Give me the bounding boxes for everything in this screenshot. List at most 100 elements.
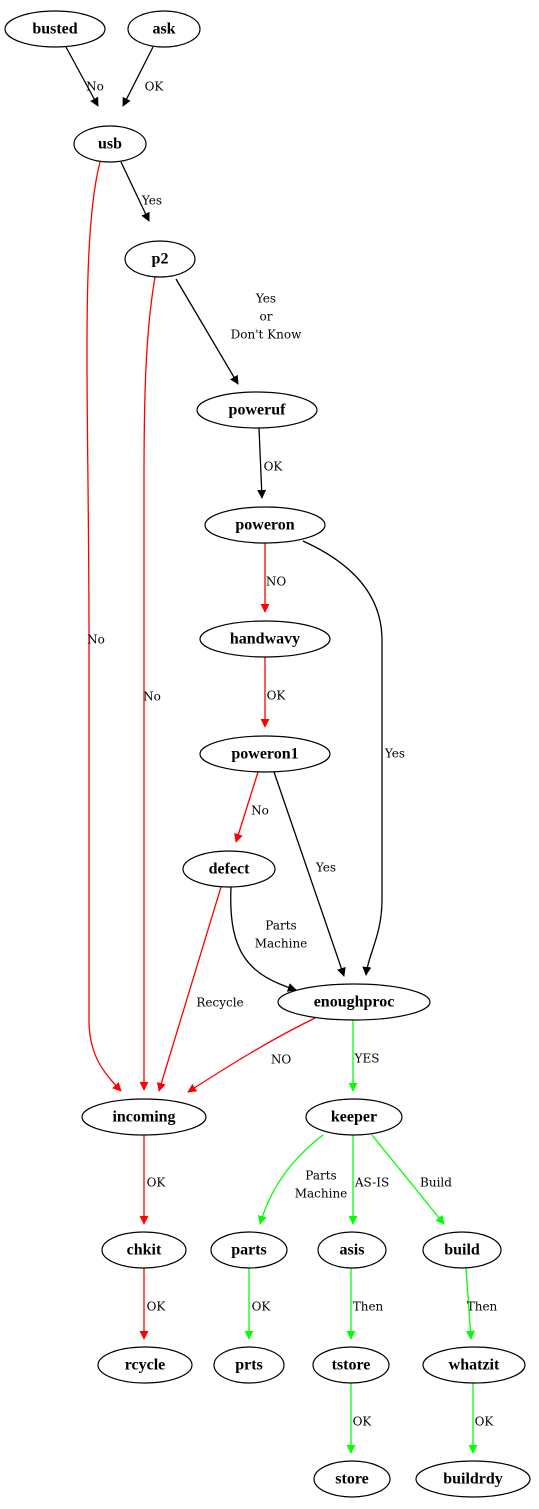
node-label: store — [335, 1471, 368, 1488]
edge-line — [371, 1134, 445, 1225]
edge-usb-to-incoming: No — [86, 161, 122, 1092]
node-ellipse — [312, 1346, 390, 1384]
node-ellipse — [101, 1231, 187, 1269]
edge-line — [234, 771, 259, 843]
edge-label: No — [143, 690, 161, 704]
node-ellipse — [213, 1346, 285, 1384]
edge-line — [122, 46, 154, 107]
node-label: prts — [235, 1357, 263, 1374]
node-label: poweruf — [229, 402, 287, 419]
edge-busted-to-usb: No — [65, 46, 104, 107]
node-rcycle: rcycle — [97, 1346, 193, 1384]
node-label: ask — [152, 21, 175, 38]
node-label: parts — [231, 1242, 267, 1259]
edge-line — [86, 161, 122, 1092]
node-tstore: tstore — [312, 1346, 390, 1384]
edge-line — [157, 886, 222, 1092]
node-label: build — [444, 1242, 480, 1259]
node-poweruf: poweruf — [196, 391, 318, 429]
edge-label: Parts — [265, 919, 296, 933]
node-busted: busted — [4, 10, 106, 48]
edge-label: OK — [267, 689, 287, 703]
edge-whatzit-to-buildrdy: OK — [468, 1383, 494, 1454]
node-ellipse — [196, 391, 318, 429]
edge-enoughproc-to-keeper: YES — [348, 1020, 379, 1092]
edge-label: Yes — [384, 747, 405, 761]
node-build: build — [422, 1231, 502, 1269]
edge-label: NO — [266, 575, 287, 589]
node-ellipse — [313, 1460, 391, 1498]
node-ellipse — [97, 1346, 193, 1384]
node-chkit: chkit — [101, 1231, 187, 1269]
edge-p2-to-incoming: No — [139, 276, 161, 1091]
edge-line — [465, 1267, 475, 1340]
edge-usb-to-p2: Yes — [120, 161, 162, 222]
edge-line — [175, 278, 239, 385]
edge-label: No — [251, 804, 269, 818]
edge-label: Don't Know — [231, 328, 302, 342]
node-poweron1: poweron1 — [199, 735, 331, 773]
node-label: poweron — [235, 517, 294, 534]
edge-tstore-to-store: OK — [346, 1383, 372, 1454]
edge-label: Recycle — [196, 996, 243, 1010]
node-label: usb — [98, 136, 122, 153]
edge-line — [120, 161, 150, 222]
edge-label: or — [260, 310, 273, 324]
edge-enoughproc-to-incoming: NO — [187, 1017, 316, 1093]
edge-label: OK — [252, 1300, 272, 1314]
edge-label: Then — [467, 1300, 498, 1314]
edge-line — [230, 886, 297, 992]
edge-line — [65, 46, 99, 107]
node-ellipse — [199, 620, 331, 658]
node-ellipse — [305, 1098, 403, 1136]
node-ellipse — [415, 1460, 531, 1498]
edge-line — [273, 771, 346, 977]
node-label: buildrdy — [443, 1471, 503, 1488]
node-whatzit: whatzit — [422, 1346, 526, 1384]
edge-parts-to-prts: OK — [244, 1268, 272, 1340]
edge-defect-to-incoming: Recycle — [157, 886, 244, 1092]
node-defect: defect — [182, 850, 276, 888]
node-ellipse — [204, 506, 326, 544]
node-ellipse — [422, 1231, 502, 1269]
node-buildrdy: buildrdy — [415, 1460, 531, 1498]
edge-incoming-to-chkit: OK — [139, 1135, 166, 1225]
node-enoughproc: enoughproc — [277, 983, 431, 1021]
node-label: keeper — [331, 1109, 377, 1126]
edge-label: No — [87, 633, 105, 647]
edge-label: AS-IS — [354, 1176, 389, 1190]
node-ellipse — [127, 10, 201, 48]
node-ellipse — [317, 1231, 387, 1269]
node-label: handwavy — [230, 631, 300, 648]
node-label: incoming — [112, 1109, 175, 1126]
edge-line — [257, 1134, 324, 1225]
nodes-layer: busted ask usb p2 poweruf poweron handwavy powe… — [4, 10, 531, 1498]
node-label: whatzit — [449, 1357, 500, 1374]
node-poweron: poweron — [204, 506, 326, 544]
node-label: defect — [209, 861, 251, 878]
node-ellipse — [4, 10, 106, 48]
edge-line — [257, 427, 267, 499]
edge-label: OK — [264, 460, 284, 474]
edge-label: Then — [353, 1300, 384, 1314]
node-usb: usb — [73, 125, 147, 163]
node-label: p2 — [152, 251, 169, 268]
edge-poweron-to-enoughproc: Yes — [302, 540, 405, 976]
node-label: asis — [340, 1242, 365, 1259]
node-label: chkit — [127, 1242, 162, 1259]
edge-label: Build — [420, 1176, 452, 1190]
node-label: poweron1 — [231, 746, 298, 763]
node-ellipse — [277, 983, 431, 1021]
edge-label: Yes — [141, 194, 162, 208]
node-keeper: keeper — [305, 1098, 403, 1136]
edge-poweruf-to-poweron: OK — [257, 427, 284, 499]
node-label: rcycle — [125, 1357, 166, 1374]
node-ellipse — [81, 1098, 207, 1136]
edge-ask-to-usb: OK — [122, 46, 164, 107]
node-prts: prts — [213, 1346, 285, 1384]
